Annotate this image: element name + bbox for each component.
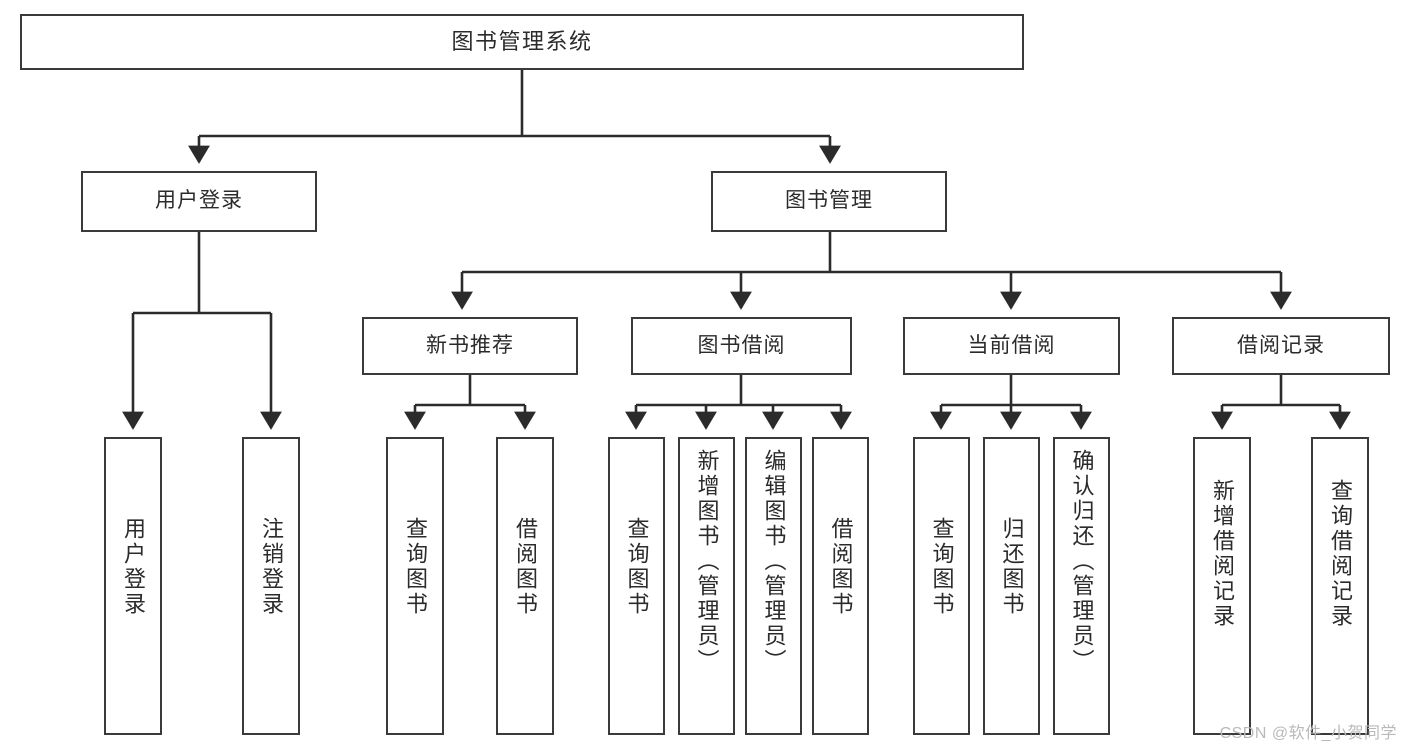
- node-borrow-record[interactable]: 借阅记录: [1172, 317, 1390, 375]
- leaf-query-book-2[interactable]: 查询图书: [608, 437, 665, 735]
- node-book-manage-label: 图书管理: [785, 189, 873, 213]
- leaf-query-book-1-label: 查询图书: [403, 517, 428, 617]
- leaf-return-book-label: 归还图书: [999, 517, 1025, 617]
- leaf-query-record-label: 查询借阅记录: [1328, 479, 1353, 629]
- leaf-confirm-return[interactable]: 确认归还（管理员）: [1053, 437, 1110, 735]
- node-book-manage[interactable]: 图书管理: [711, 171, 947, 232]
- leaf-query-book-3[interactable]: 查询图书: [913, 437, 970, 735]
- csdn-watermark: CSDN @软件_小贺同学: [1219, 725, 1397, 742]
- leaf-borrow-book-1-label: 借阅图书: [513, 517, 538, 617]
- node-root[interactable]: 图书管理系统: [20, 14, 1024, 70]
- node-new-book-rec-label: 新书推荐: [426, 333, 514, 357]
- leaf-add-book-label: 新增图书（管理员）: [694, 449, 720, 674]
- node-borrow-record-label: 借阅记录: [1237, 333, 1325, 357]
- leaf-borrow-book-2-label: 借阅图书: [828, 517, 854, 617]
- leaf-user-login-label: 用户登录: [121, 517, 146, 617]
- node-new-book-rec[interactable]: 新书推荐: [362, 317, 578, 375]
- node-current-borrow-label: 当前借阅: [967, 333, 1056, 357]
- leaf-query-book-2-label: 查询图书: [624, 517, 650, 617]
- leaf-return-book[interactable]: 归还图书: [983, 437, 1040, 735]
- node-user-login-label: 用户登录: [155, 189, 243, 213]
- node-user-login[interactable]: 用户登录: [81, 171, 317, 232]
- leaf-logout-label: 注销登录: [259, 517, 284, 617]
- leaf-confirm-return-label: 确认归还（管理员）: [1069, 449, 1095, 674]
- leaf-query-book-3-label: 查询图书: [929, 517, 955, 617]
- leaf-edit-book[interactable]: 编辑图书（管理员）: [745, 437, 802, 735]
- node-current-borrow[interactable]: 当前借阅: [903, 317, 1120, 375]
- leaf-logout[interactable]: 注销登录: [242, 437, 300, 735]
- leaf-borrow-book-1[interactable]: 借阅图书: [496, 437, 554, 735]
- leaf-add-record-label: 新增借阅记录: [1210, 479, 1235, 629]
- leaf-user-login[interactable]: 用户登录: [104, 437, 162, 735]
- leaf-borrow-book-2[interactable]: 借阅图书: [812, 437, 869, 735]
- leaf-query-book-1[interactable]: 查询图书: [386, 437, 444, 735]
- leaf-add-record[interactable]: 新增借阅记录: [1193, 437, 1251, 735]
- node-root-label: 图书管理系统: [451, 29, 593, 55]
- leaf-add-book[interactable]: 新增图书（管理员）: [678, 437, 735, 735]
- leaf-query-record[interactable]: 查询借阅记录: [1311, 437, 1369, 735]
- leaf-edit-book-label: 编辑图书（管理员）: [761, 449, 787, 674]
- node-book-borrow[interactable]: 图书借阅: [631, 317, 852, 375]
- node-book-borrow-label: 图书借阅: [697, 333, 786, 357]
